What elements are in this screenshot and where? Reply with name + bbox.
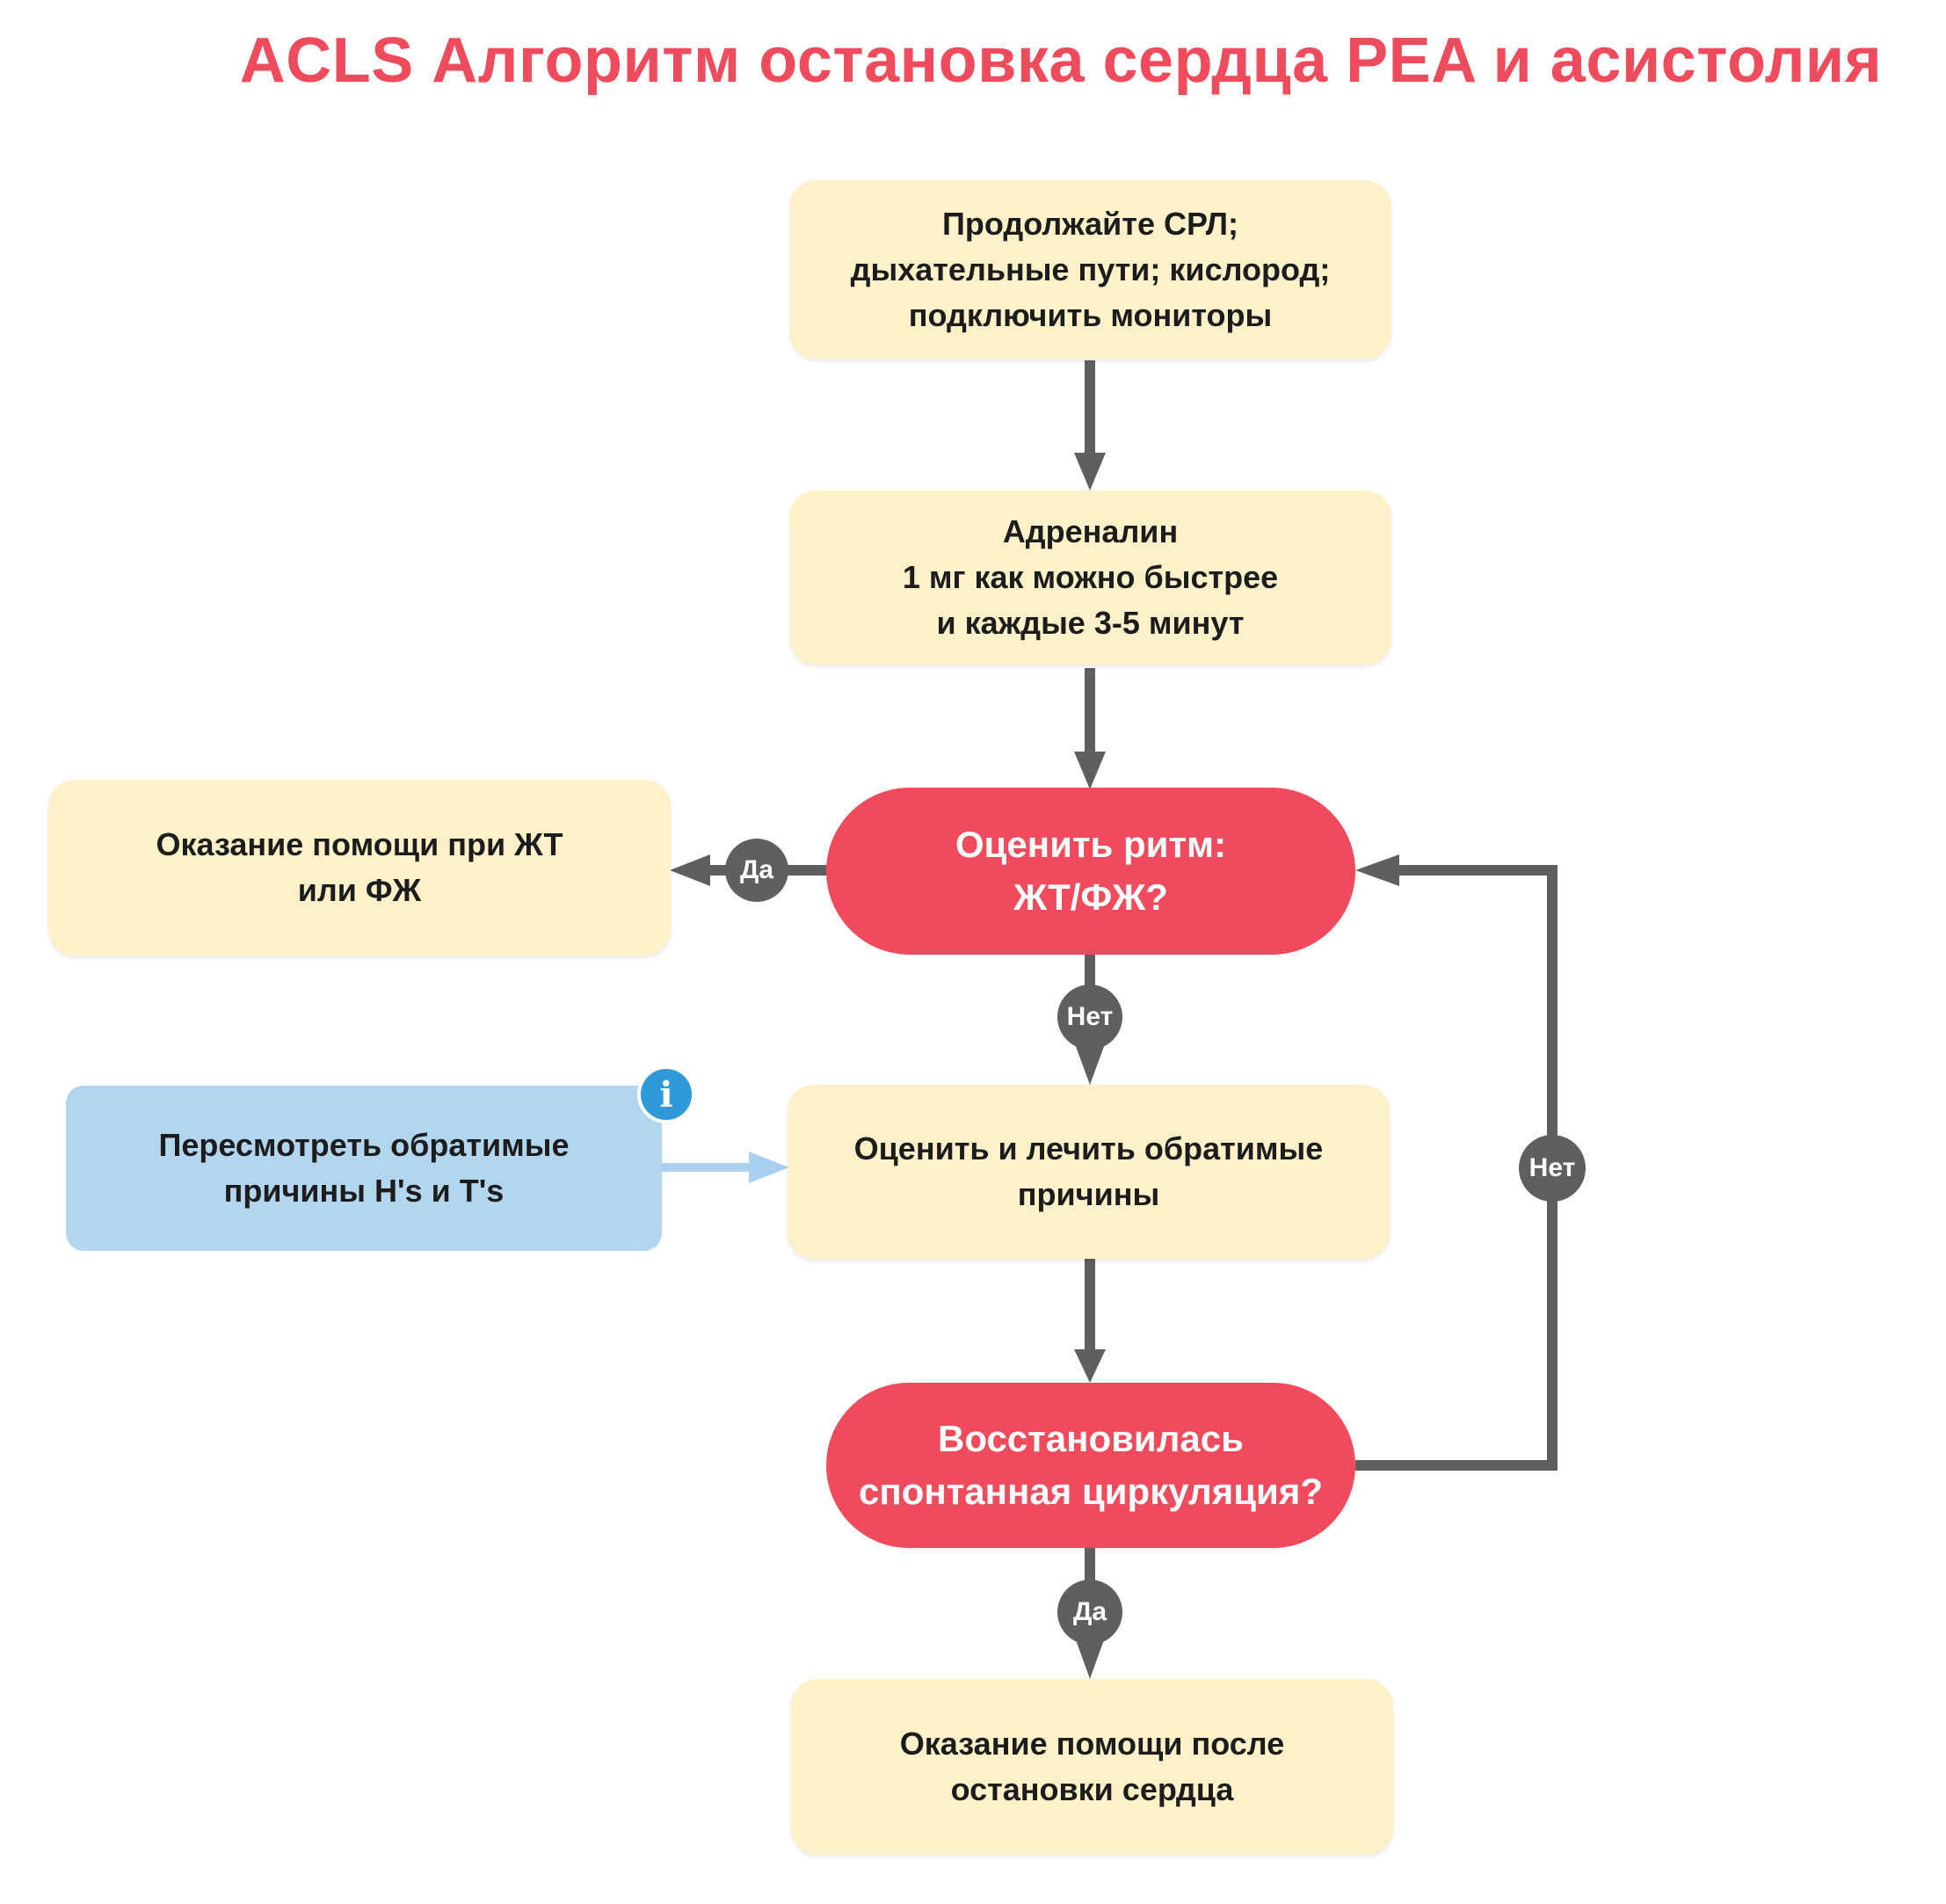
adrenaline-box: Адреналин 1 мг как можно быстрее и кажды…	[789, 491, 1391, 665]
arrowhead-causes	[1074, 1042, 1106, 1085]
treat-causes-box: Оценить и лечить обратимые причины	[788, 1085, 1390, 1259]
arrowhead-review-to-causes	[749, 1152, 789, 1183]
arrowhead-post	[1074, 1635, 1106, 1679]
arrowhead-adrenaline	[1074, 453, 1106, 491]
rosc-yes-label: Да	[1057, 1580, 1122, 1645]
continue-cpr-box: Продолжайте СРЛ; дыхательные пути; кисло…	[789, 180, 1391, 359]
assess-rhythm-decision: Оценить ритм: ЖТ/ФЖ?	[826, 788, 1355, 955]
info-icon[interactable]: i	[637, 1065, 695, 1123]
arrowhead-loop-back	[1355, 854, 1399, 886]
rhythm-yes-label: Да	[725, 839, 788, 902]
rosc-no-label: Нет	[1519, 1135, 1586, 1202]
vt-vf-care-box: Оказание помощи при ЖТ или ФЖ	[48, 780, 671, 956]
arrowhead-rosc	[1074, 1349, 1106, 1383]
rosc-decision: Восстановилась спонтанная циркуляция?	[826, 1383, 1355, 1548]
review-causes-box: Пересмотреть обратимые причины H's и T's	[66, 1086, 662, 1251]
arrowhead-vt-vf	[670, 854, 710, 886]
arrowhead-rhythm	[1074, 752, 1106, 789]
page-title: ACLS Алгоритм остановка сердца PEA и аси…	[239, 25, 1883, 96]
post-arrest-care-box: Оказание помощи после остановки сердца	[791, 1679, 1393, 1855]
rhythm-no-label: Нет	[1057, 985, 1122, 1050]
